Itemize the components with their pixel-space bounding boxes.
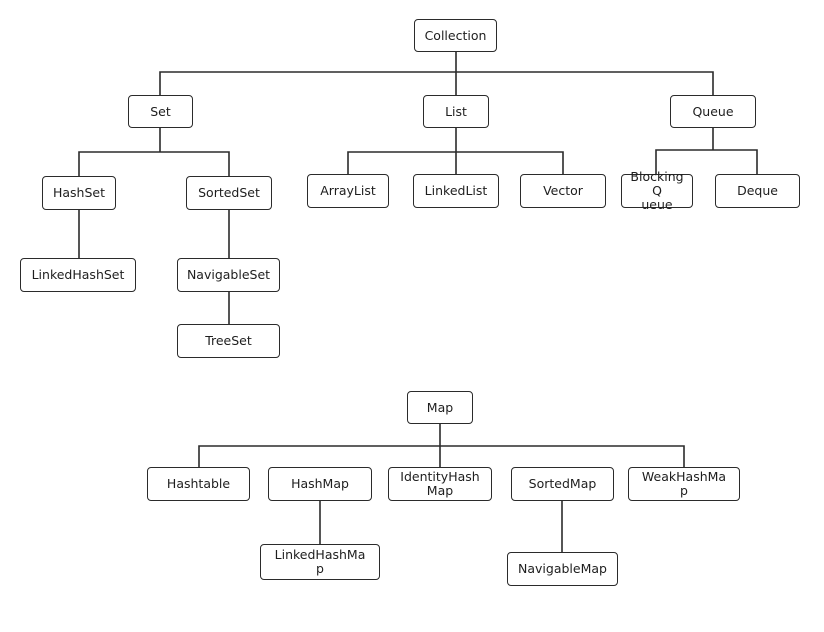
node-arraylist: ArrayList xyxy=(307,174,389,208)
node-linkedhashmap: LinkedHashMa p xyxy=(260,544,380,580)
node-queue: Queue xyxy=(670,95,756,128)
node-blockingqueue: BlockingQ ueue xyxy=(621,170,693,212)
node-deque: Deque xyxy=(715,174,800,208)
edge-maps-to-map xyxy=(198,424,685,467)
node-weakhashmap: WeakHashMa p xyxy=(628,467,740,501)
node-hashmap: HashMap xyxy=(268,467,372,501)
node-navigablemap: NavigableMap xyxy=(507,552,618,586)
node-sortedset: SortedSet xyxy=(186,176,272,210)
node-navigableset: NavigableSet xyxy=(177,258,280,292)
edge-set-list-queue-to-collection xyxy=(159,50,714,95)
edge-queues-to-queue xyxy=(655,128,758,174)
node-vector: Vector xyxy=(520,174,606,208)
edge-lists-to-list xyxy=(347,128,564,176)
node-identityhashmap: IdentityHash Map xyxy=(388,467,492,501)
node-hashtable: Hashtable xyxy=(147,467,250,501)
node-set: Set xyxy=(128,95,193,128)
node-linkedlist: LinkedList xyxy=(413,174,499,208)
node-sortedmap: SortedMap xyxy=(511,467,614,501)
edge-hashset-sortedset-to-set xyxy=(78,128,230,176)
node-map: Map xyxy=(407,391,473,424)
node-collection: Collection xyxy=(414,19,497,52)
node-list: List xyxy=(423,95,489,128)
node-linkedhashset: LinkedHashSet xyxy=(20,258,136,292)
node-treeset: TreeSet xyxy=(177,324,280,358)
node-hashset: HashSet xyxy=(42,176,116,210)
